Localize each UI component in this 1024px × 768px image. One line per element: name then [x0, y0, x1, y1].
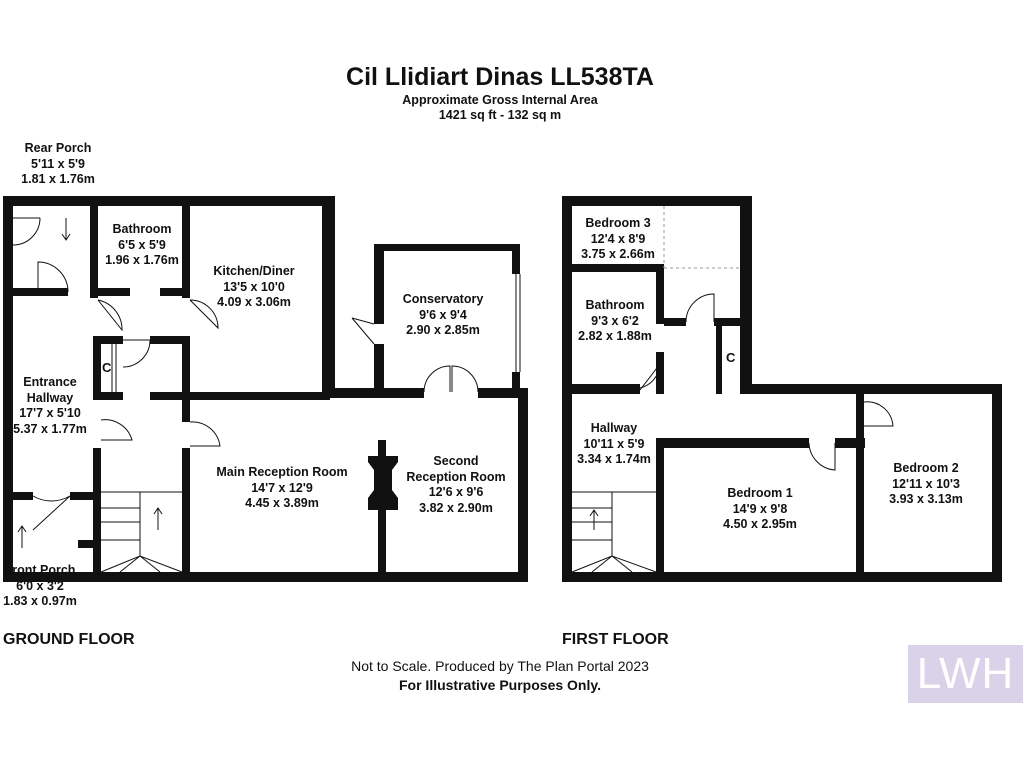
room-label-bedroom-1: Bedroom 1 14'9 x 9'8 4.50 x 2.95m	[723, 486, 797, 532]
room-label-front-porch: Front Porch 6'0 x 3'2 1.83 x 0.97m	[3, 563, 77, 609]
area-subtitle: Approximate Gross Internal Area	[402, 93, 598, 107]
cupboard-label-first: C	[726, 350, 736, 365]
bedroom3-dashed-boundary	[663, 206, 740, 269]
door-swings	[12, 217, 894, 531]
scale-note: Not to Scale. Produced by The Plan Porta…	[351, 658, 649, 674]
area-value: 1421 sq ft - 132 sq m	[438, 108, 562, 122]
room-label-bathroom-first: Bathroom 9'3 x 6'2 2.82 x 1.88m	[578, 298, 652, 344]
first-floor-walls	[562, 196, 1002, 582]
room-label-bathroom-ground: Bathroom 6'5 x 5'9 1.96 x 1.76m	[105, 222, 179, 268]
room-label-entrance-hallway: Entrance Hallway 17'7 x 5'10 5.37 x 1.77…	[13, 375, 87, 436]
room-label-bedroom-3: Bedroom 3 12'4 x 8'9 3.75 x 2.66m	[581, 216, 655, 262]
page-title: Cil Llidiart Dinas LL538TA	[346, 63, 654, 91]
room-label-main-reception: Main Reception Room 14'7 x 12'9 4.45 x 3…	[216, 465, 348, 511]
disclaimer: For Illustrative Purposes Only.	[398, 677, 601, 693]
ground-floor-label: GROUND FLOOR	[3, 631, 135, 648]
agency-logo: LWH	[908, 645, 1023, 703]
first-floor-label: FIRST FLOOR	[562, 631, 669, 648]
room-label-kitchen-diner: Kitchen/Diner 13'5 x 10'0 4.09 x 3.06m	[213, 264, 295, 310]
cupboard-label-ground: C	[102, 360, 112, 375]
room-label-second-reception: Second Reception Room 12'6 x 9'6 3.82 x …	[406, 454, 506, 515]
room-label-conservatory: Conservatory 9'6 x 9'4 2.90 x 2.85m	[402, 292, 484, 338]
room-label-rear-porch: Rear Porch 5'11 x 5'9 1.81 x 1.76m	[21, 141, 95, 187]
ground-floor-walls	[3, 196, 528, 582]
room-label-bedroom-2: Bedroom 2 12'11 x 10'3 3.93 x 3.13m	[889, 461, 963, 507]
staircases	[17, 218, 657, 573]
room-label-hallway-first: Hallway 10'11 x 5'9 3.34 x 1.74m	[577, 421, 651, 467]
windows-and-fixtures	[111, 245, 721, 392]
